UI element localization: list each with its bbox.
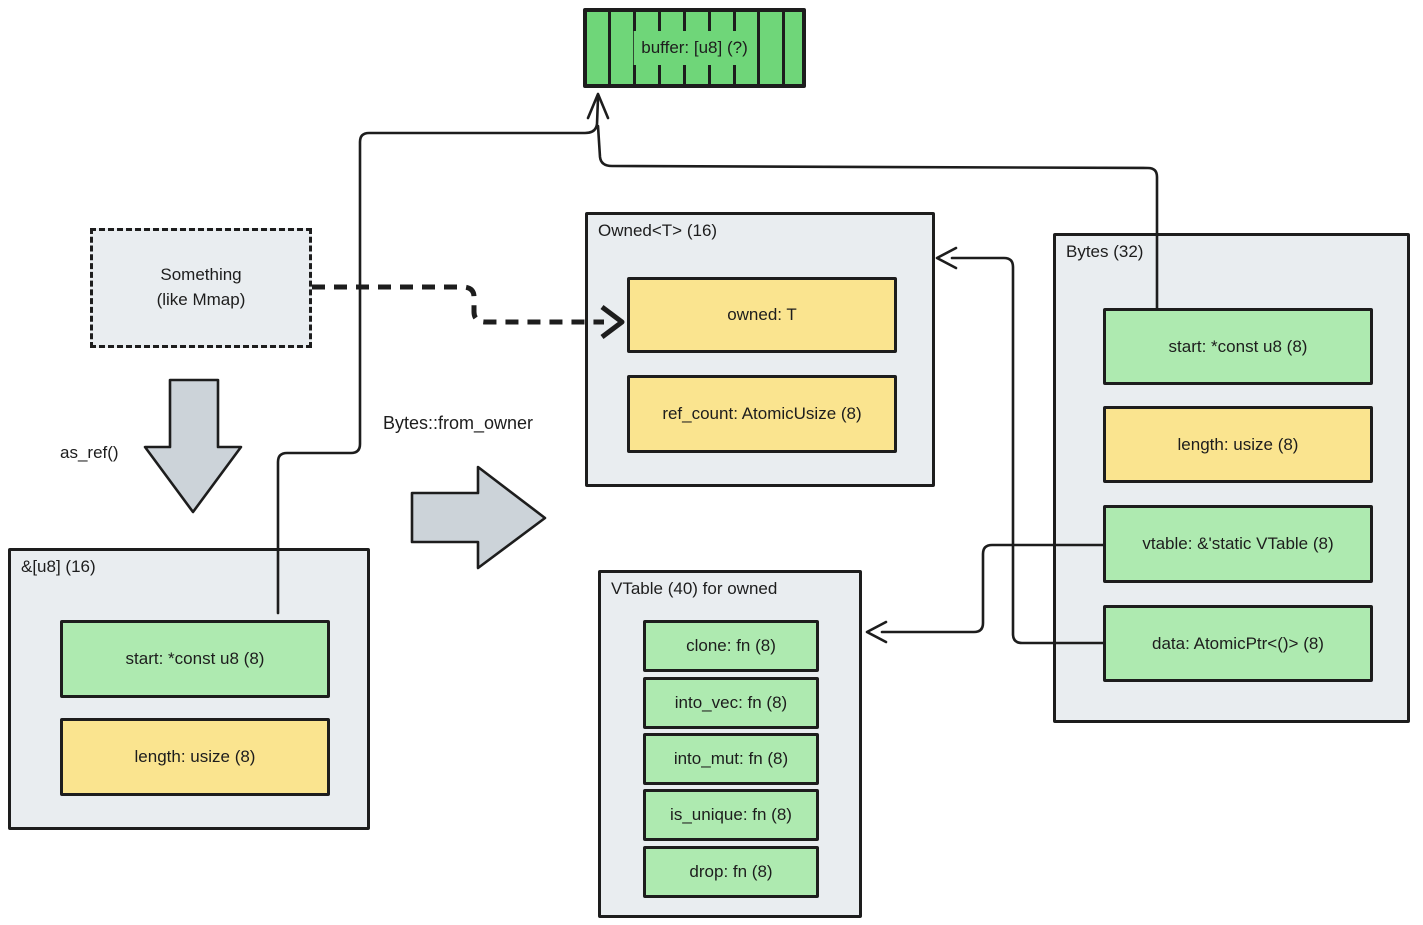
buffer-label: buffer: [u8] (?)	[633, 31, 756, 65]
vtable-is-unique-field: is_unique: fn (8)	[643, 789, 819, 841]
bytes-box-title: Bytes (32)	[1066, 242, 1144, 261]
buffer-cell-divider	[757, 12, 760, 84]
vtable-into-mut-field: into_mut: fn (8)	[643, 733, 819, 785]
vtable-arrowhead-icon	[865, 620, 888, 644]
vtable-drop-field: drop: fn (8)	[643, 846, 819, 898]
something-label-line1: Something	[160, 265, 242, 285]
buffer-cell-divider	[608, 12, 611, 84]
bytes-start-field: start: *const u8 (8)	[1103, 308, 1373, 385]
something-box: Something (like Mmap)	[90, 228, 312, 348]
bytes-vtable-field: vtable: &'static VTable (8)	[1103, 505, 1373, 583]
as-ref-block-arrow-icon	[143, 378, 243, 514]
vtable-clone-field: clone: fn (8)	[643, 620, 819, 672]
slice-length-field: length: usize (8)	[60, 718, 330, 796]
from-owner-label: Bytes::from_owner	[383, 413, 534, 433]
vtable-box-title: VTable (40) for owned	[611, 579, 778, 598]
from-owner-block-arrow-icon	[410, 465, 547, 570]
bytes-data-field: data: AtomicPtr<()> (8)	[1103, 605, 1373, 682]
bytes-length-field: length: usize (8)	[1103, 406, 1373, 483]
buffer-box: buffer: [u8] (?)	[583, 8, 806, 88]
ref-count-field: ref_count: AtomicUsize (8)	[627, 375, 897, 453]
owned-box-title: Owned<T> (16)	[598, 221, 718, 240]
vtable-into-vec-field: into_vec: fn (8)	[643, 677, 819, 729]
owned-arrowhead-icon	[935, 246, 958, 270]
something-label-line2: (like Mmap)	[156, 290, 246, 309]
slice-box-title: &[u8] (16)	[21, 557, 96, 576]
buffer-arrowhead-icon	[586, 92, 610, 120]
slice-start-to-buffer-arrow	[276, 96, 600, 615]
owned-field: owned: T	[627, 277, 897, 353]
buffer-cell-divider	[782, 12, 785, 84]
as-ref-label: as_ref()	[60, 443, 119, 462]
something-to-owned-dashed-arrow	[312, 284, 604, 325]
slice-start-field: start: *const u8 (8)	[60, 620, 330, 698]
